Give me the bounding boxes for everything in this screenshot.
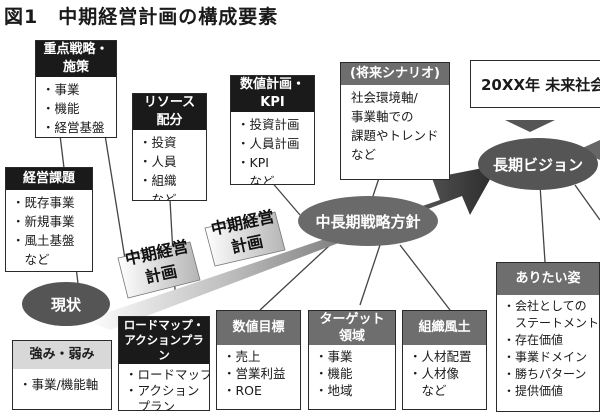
list-item: ・人材配置 <box>409 349 472 364</box>
list-item: ・勝ちパターン <box>503 367 587 381</box>
box-future-scenario-heading: (将来シナリオ) <box>341 63 449 85</box>
box-numeric-plan-kpi-heading: 数値計画・ KPI <box>231 76 314 112</box>
ellipse-current-state: 現状 <box>22 282 110 326</box>
box-resource-allocation: リソース 配分 ・投資 ・人員 ・組織 など <box>132 93 207 201</box>
box-organizational-culture-heading: 組織風土 <box>403 311 486 345</box>
diagram-connectors <box>59 120 600 330</box>
list-item: 課題やトレンド <box>351 128 439 143</box>
list-item: ・組織 <box>139 173 177 188</box>
box-key-strategy: 重点戦略・ 施策 ・事業 ・機能 ・経営基盤 など <box>35 40 117 138</box>
list-item: ・地域 <box>315 383 353 398</box>
list-item: ・提供価値 <box>503 384 564 398</box>
list-item: など <box>351 147 377 162</box>
box-key-strategy-heading: 重点戦略・ 施策 <box>36 41 116 77</box>
list-item: ・風土基盤 <box>12 233 75 248</box>
list-item: など <box>237 174 275 185</box>
box-key-strategy-list: ・事業 ・機能 ・経営基盤 など <box>36 77 116 138</box>
list-item: など <box>42 137 112 138</box>
figure-title: 図1 中期経営計画の構成要素 <box>4 6 279 28</box>
box-organizational-culture-list: ・人材配置 ・人材像 など <box>403 345 486 399</box>
box-numeric-plan-kpi-list: ・投資計画 ・人員計画 ・KPI など <box>231 112 314 185</box>
list-item: ・ROE <box>223 383 262 398</box>
list-item: など <box>139 192 177 201</box>
box-ideal-state: ありたい姿 ・会社としての ステートメント ・存在価値 ・事業ドメイン ・勝ちパ… <box>496 262 600 412</box>
list-item: ・営業利益 <box>223 366 286 381</box>
box-numeric-targets: 数値目標 ・売上 ・営業利益 ・ROE <box>216 310 301 410</box>
box-ideal-state-list: ・会社としての ステートメント ・存在価値 ・事業ドメイン ・勝ちパターン ・提… <box>497 295 599 400</box>
box-strengths-weaknesses: 強み・弱み ・事業/機能軸 <box>12 340 112 410</box>
list-item: ・経営基盤 <box>42 120 105 135</box>
list-item: 事業軸での <box>351 109 414 124</box>
box-roadmap-action-plan-list: ・ロードマップ ・アクション プラン <box>119 364 210 410</box>
box-target-domain-list: ・事業 ・機能 ・地域 <box>309 345 395 399</box>
ellipse-long-term-vision: 長期ビジョン <box>478 138 598 190</box>
box-resource-allocation-list: ・投資 ・人員 ・組織 など <box>133 130 206 201</box>
box-numeric-plan-kpi: 数値計画・ KPI ・投資計画 ・人員計画 ・KPI など <box>230 75 315 185</box>
list-item: ・人材像 <box>409 366 460 381</box>
box-ideal-state-heading: ありたい姿 <box>497 263 599 295</box>
box-management-issues-heading: 経営課題 <box>6 168 92 190</box>
box-roadmap-action-plan: ロードマップ・ アクションプラン ・ロードマップ ・アクション プラン <box>118 316 210 411</box>
list-item: ・投資計画 <box>237 117 300 132</box>
box-target-domain-heading: ターゲット 領域 <box>309 311 395 345</box>
box-roadmap-action-plan-heading: ロードマップ・ アクションプラン <box>119 317 209 364</box>
list-item: ・既存事業 <box>12 195 75 210</box>
list-item: ・事業 <box>42 82 80 97</box>
box-target-domain: ターゲット 領域 ・事業 ・機能 ・地域 <box>308 310 396 410</box>
list-item: ・投資 <box>139 135 177 150</box>
box-strengths-weaknesses-list: ・事業/機能軸 <box>13 369 111 394</box>
box-resource-allocation-heading: リソース 配分 <box>133 94 206 130</box>
box-future-scenario: (将来シナリオ) 社会環境軸/ 事業軸での 課題やトレンド など <box>340 62 450 180</box>
list-item: ステートメント <box>503 316 600 330</box>
list-item: ・人員 <box>139 154 177 169</box>
box-strengths-weaknesses-heading: 強み・弱み <box>13 341 111 369</box>
ellipse-mid-long-strategy: 中長期戦略方針 <box>298 196 438 246</box>
box-management-issues: 経営課題 ・既存事業 ・新規事業 ・風土基盤 など <box>5 167 93 272</box>
future-down-arrow <box>505 120 555 132</box>
list-item: 社会環境軸/ <box>351 90 418 105</box>
list-item: ・機能 <box>315 366 353 381</box>
box-numeric-targets-heading: 数値目標 <box>217 311 300 345</box>
list-item: ・ロードマップ <box>125 367 210 382</box>
list-item: ・存在価値 <box>503 333 564 347</box>
list-item: ・会社としての <box>503 299 587 313</box>
plan-banner-2 <box>204 211 286 267</box>
list-item: など <box>409 383 447 398</box>
box-numeric-targets-list: ・売上 ・営業利益 ・ROE <box>217 345 300 399</box>
list-item: ・新規事業 <box>12 214 75 229</box>
list-item: ・事業ドメイン <box>503 350 588 364</box>
main-strategy-arrow <box>85 165 498 330</box>
list-item: ・事業 <box>315 349 353 364</box>
list-item: ・KPI <box>237 155 269 170</box>
list-item: ・アクション <box>125 383 200 398</box>
box-future-scenario-list: 社会環境軸/ 事業軸での 課題やトレンド など <box>341 85 449 164</box>
list-item: など <box>12 252 50 267</box>
box-future-society: 20XX年 未来社会 <box>470 60 600 108</box>
future-society-label: 20XX年 未来社会 <box>481 75 600 94</box>
list-item: ・事業/機能軸 <box>19 377 99 392</box>
box-organizational-culture: 組織風土 ・人材配置 ・人材像 など <box>402 310 487 410</box>
box-management-issues-list: ・既存事業 ・新規事業 ・風土基盤 など <box>6 190 92 269</box>
list-item: ・売上 <box>223 349 261 364</box>
plan-banner-1 <box>117 241 201 299</box>
list-item: ・機能 <box>42 101 80 116</box>
list-item: ・人員計画 <box>237 136 300 151</box>
